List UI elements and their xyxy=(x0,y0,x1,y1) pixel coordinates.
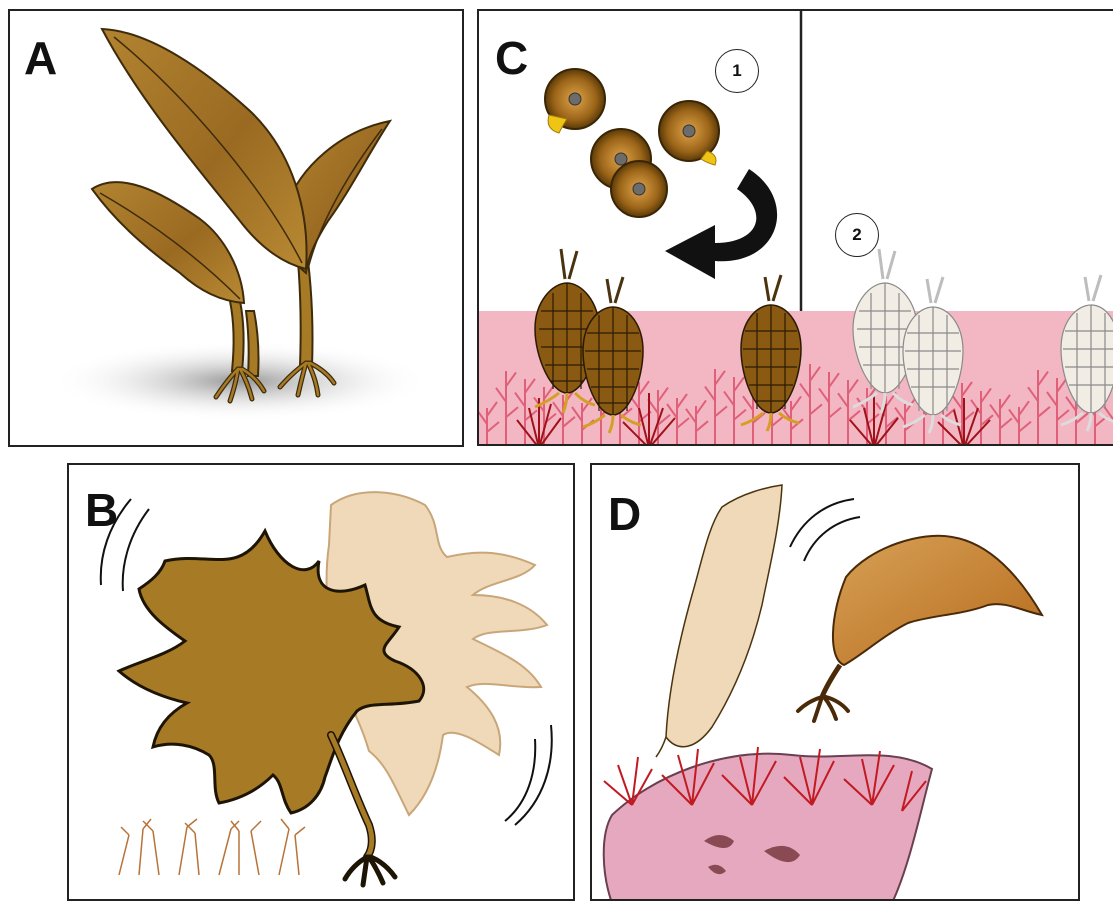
motion-lines-d xyxy=(790,499,860,561)
grazer-snail-illustration xyxy=(479,11,1113,446)
dislodged-kelp-illustration xyxy=(69,465,575,901)
panel-a: A xyxy=(8,9,464,447)
step-marker-1: 1 xyxy=(715,49,759,93)
panel-b: B xyxy=(67,463,575,901)
kelp-blade-left xyxy=(92,182,244,303)
kelp-plant-illustration xyxy=(10,11,464,447)
panel-d: D xyxy=(590,463,1080,901)
floating-snails xyxy=(545,69,719,217)
kelp-stipe-d xyxy=(822,665,840,697)
kelp-drifting-d xyxy=(833,536,1042,665)
panel-c: C xyxy=(477,9,1113,446)
holdfast-b xyxy=(345,857,395,885)
kelp-release-illustration xyxy=(592,465,1080,901)
turf-b xyxy=(119,819,305,875)
kelp-faded-d xyxy=(666,485,782,747)
holdfast-d xyxy=(798,697,848,721)
step-marker-2: 2 xyxy=(835,213,879,257)
curved-arrow-icon xyxy=(665,169,777,279)
